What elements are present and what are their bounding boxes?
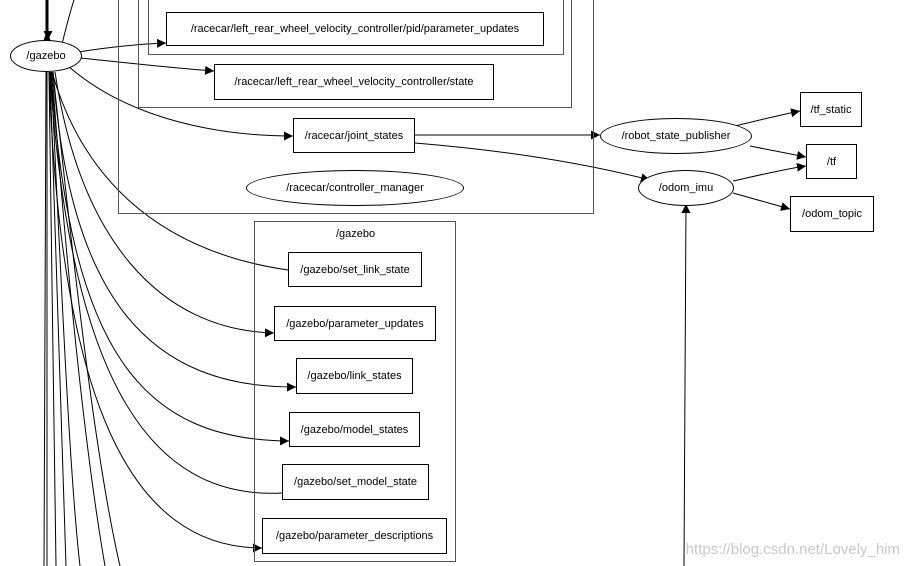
edge-gazebo-link-states [52, 71, 297, 392]
topic-gazebo-parameter-descriptions[interactable]: /gazebo/parameter_descriptions [262, 518, 447, 554]
edge-gazebo-pid-param-updates [77, 38, 167, 53]
node-robot-state-publisher[interactable]: /robot_state_publisher [600, 118, 752, 154]
watermark: https://blog.csdn.net/Lovely_him [685, 541, 900, 558]
edge-gazebo-up-1 [61, 0, 75, 45]
edge-rsp-tf-static [734, 108, 801, 127]
topic-joint-states[interactable]: /racecar/joint_states [293, 118, 415, 153]
edge-rsp-tf [749, 145, 807, 160]
cluster-pid [148, 0, 564, 55]
topic-gazebo-set-link-state[interactable]: /gazebo/set_link_state [288, 252, 422, 287]
topic-gazebo-parameter-updates[interactable]: /gazebo/parameter_updates [274, 306, 436, 341]
edge-gazebo-model-states [50, 71, 290, 446]
topic-tf-static[interactable]: /tf_static [800, 92, 862, 127]
topic-tf[interactable]: /tf [806, 144, 857, 179]
edge-odom-imu-tf [732, 162, 807, 182]
edge-gazebo-lrw-state [79, 57, 215, 75]
cluster-gazebo-namespace [254, 221, 456, 562]
node-gazebo[interactable]: /gazebo [10, 40, 82, 72]
edge-gazebo-set-model-state [49, 71, 283, 494]
node-odom-imu[interactable]: /odom_imu [638, 170, 734, 206]
node-controller-manager[interactable]: /racecar/controller_manager [246, 170, 464, 206]
topic-pid-parameter-updates[interactable]: /racecar/left_rear_wheel_velocity_contro… [166, 12, 544, 46]
topic-gazebo-link-states[interactable]: /gazebo/link_states [296, 358, 413, 394]
cluster-left-rear-wheel [138, 0, 572, 108]
cluster-racecar-outer [118, 0, 594, 214]
topic-odom-topic[interactable]: /odom_topic [790, 196, 874, 232]
edge-odom-imu-odom-topic [732, 192, 791, 211]
edge-gazebo-set-link-state [51, 71, 289, 271]
topic-lrw-state[interactable]: /racecar/left_rear_wheel_velocity_contro… [214, 64, 494, 100]
topic-gazebo-set-model-state[interactable]: /gazebo/set_model_state [282, 464, 429, 500]
edge-gazebo-joint-states [67, 65, 294, 141]
topic-gazebo-model-states[interactable]: /gazebo/model_states [289, 412, 420, 447]
edge-gazebo-param-updates [54, 71, 275, 338]
edge-bottom-odom-imu [681, 203, 691, 566]
edge-joint-states-odom-imu [414, 142, 651, 183]
cluster-label-gazebo: /gazebo [336, 228, 376, 240]
